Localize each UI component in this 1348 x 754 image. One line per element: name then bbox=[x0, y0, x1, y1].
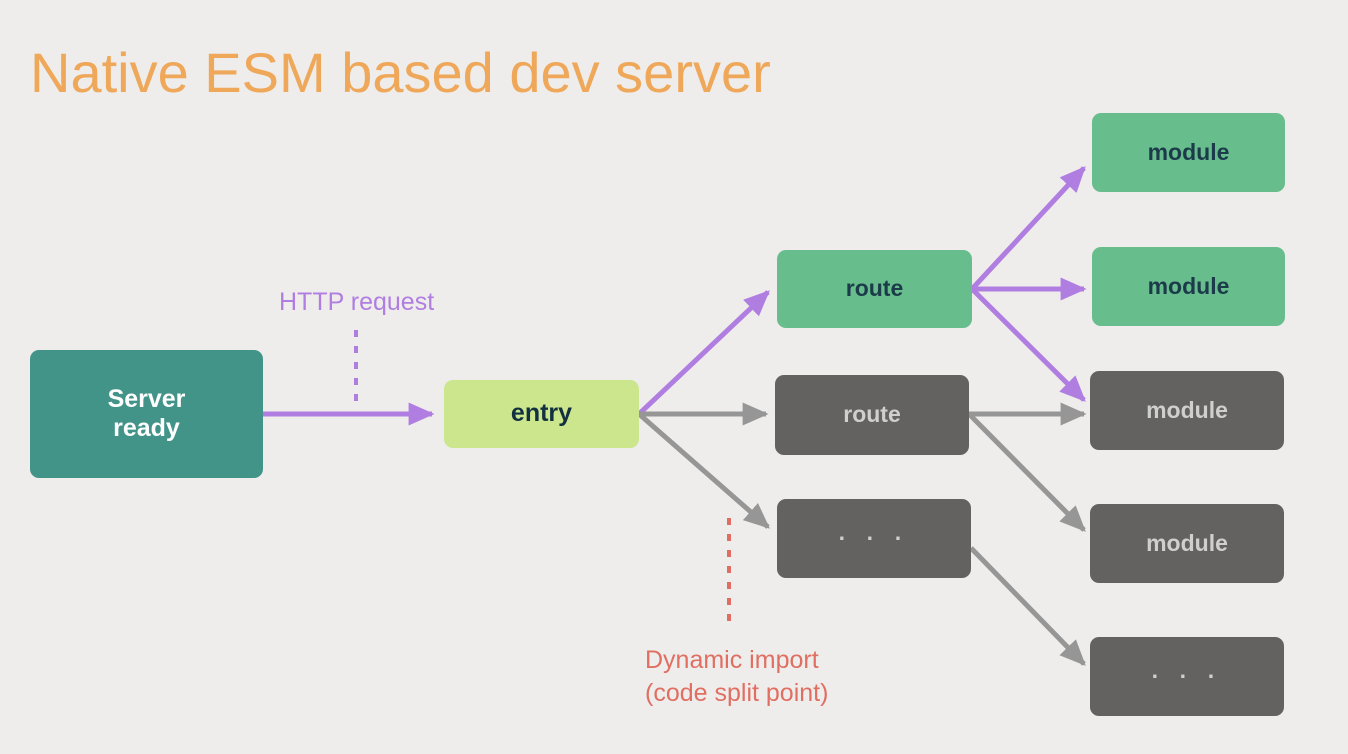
label-http-request: HTTP request bbox=[279, 288, 435, 316]
edge-entry-to-route-green bbox=[637, 290, 770, 416]
node-server-ready[interactable]: Server ready bbox=[30, 350, 263, 478]
node-entry[interactable]: entry bbox=[444, 380, 639, 448]
edge-route-gray-to-module-4 bbox=[967, 412, 1086, 532]
edge-ellipsis-mid-to-ellipsis-right bbox=[969, 546, 1086, 666]
node-module-3[interactable]: module bbox=[1090, 371, 1284, 450]
edge-entry-to-ellipsis-mid bbox=[637, 412, 770, 529]
node-module-4[interactable]: module bbox=[1090, 504, 1284, 583]
node-route-green[interactable]: route bbox=[777, 250, 972, 328]
node-ellipsis-mid[interactable]: · · · bbox=[777, 499, 971, 578]
page-title: Native ESM based dev server bbox=[30, 41, 771, 104]
edge-route-green-to-module-3 bbox=[970, 287, 1086, 402]
node-route-gray[interactable]: route bbox=[775, 375, 969, 455]
node-module-2[interactable]: module bbox=[1092, 247, 1285, 326]
edge-route-green-to-module-1 bbox=[970, 166, 1086, 291]
label-dynamic-import: Dynamic import (code split point) bbox=[645, 646, 829, 707]
node-module-1[interactable]: module bbox=[1092, 113, 1285, 192]
node-ellipsis-right[interactable]: · · · bbox=[1090, 637, 1284, 716]
